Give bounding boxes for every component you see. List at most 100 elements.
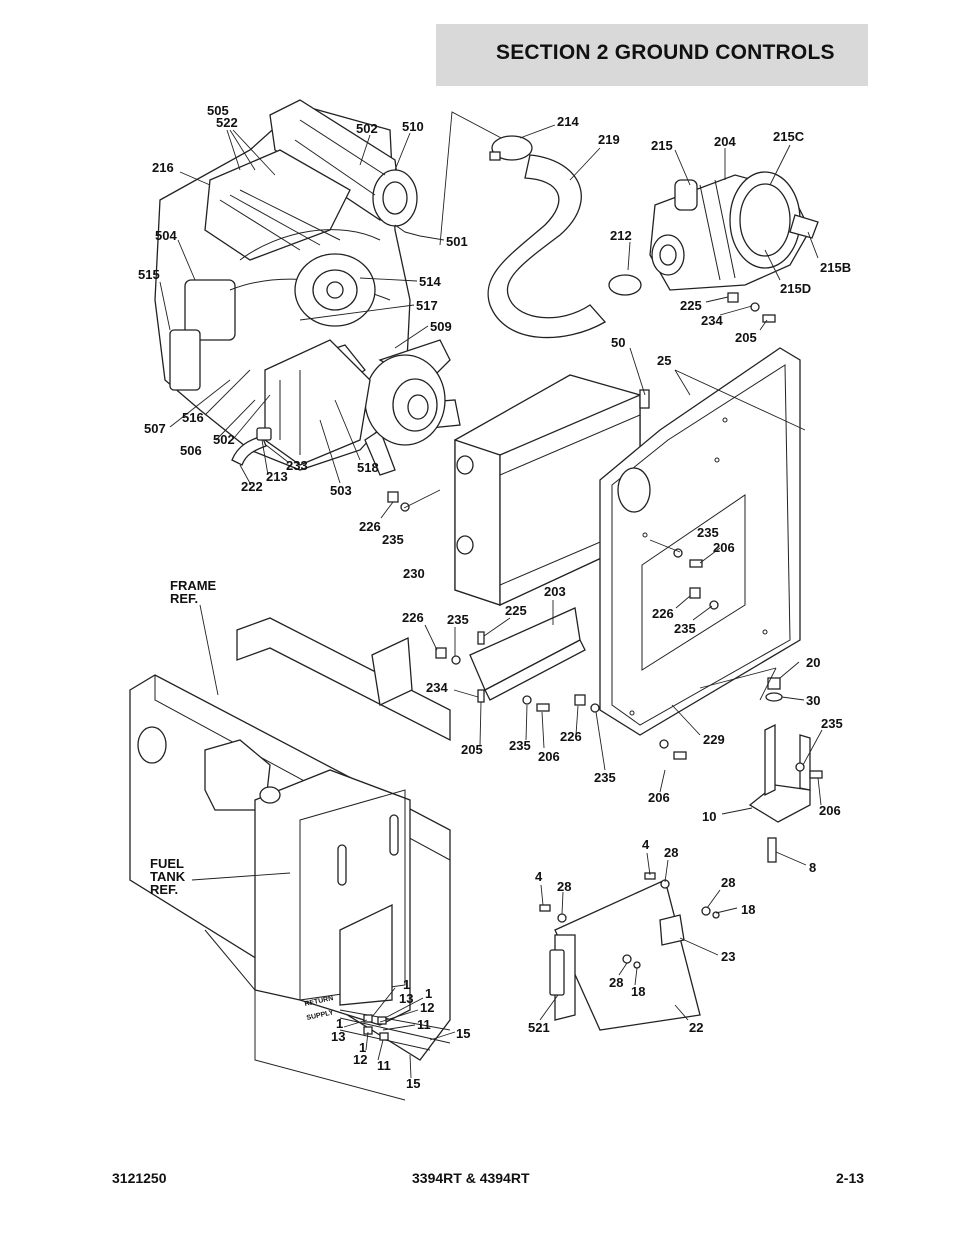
callout-28: 28 xyxy=(721,875,735,890)
callout-215: 215 xyxy=(651,138,673,153)
callout-212: 212 xyxy=(610,228,632,243)
callout-12: 12 xyxy=(420,1000,434,1015)
callout-28: 28 xyxy=(557,879,571,894)
callout-226: 226 xyxy=(359,519,381,534)
callout-509: 509 xyxy=(430,319,452,334)
callout-510: 510 xyxy=(402,119,424,134)
engine-assembly xyxy=(154,99,461,476)
section-title: SECTION 2 GROUND CONTROLS xyxy=(496,41,835,64)
callout-235: 235 xyxy=(697,525,719,540)
callout-1: 1 xyxy=(425,986,432,1001)
callout-216: 216 xyxy=(152,160,174,175)
callout-203: 203 xyxy=(544,584,566,599)
section-header-band: SECTION 2 GROUND CONTROLS xyxy=(436,24,868,86)
callout-22: 22 xyxy=(689,1020,703,1035)
footer-page-number: 2-13 xyxy=(836,1170,865,1186)
callout-514: 514 xyxy=(419,274,441,289)
callout-233: 233 xyxy=(286,458,308,473)
callout-215D: 215D xyxy=(780,281,811,296)
bracket-10 xyxy=(748,677,823,863)
radiator-assembly xyxy=(387,374,650,607)
callout-502: 502 xyxy=(213,432,235,447)
callout-23: 23 xyxy=(721,949,735,964)
callout-225: 225 xyxy=(505,603,527,618)
callout-505: 505 xyxy=(207,103,229,118)
callout-225: 225 xyxy=(680,298,702,313)
callout-213: 213 xyxy=(266,469,288,484)
callout-25: 25 xyxy=(657,353,671,368)
callout-13: 13 xyxy=(331,1029,345,1044)
callout-206: 206 xyxy=(819,803,841,818)
frame-ref-line2: REF. xyxy=(170,591,198,606)
callout-15: 15 xyxy=(456,1026,470,1041)
footer-model: 3394RT & 4394RT xyxy=(412,1170,530,1186)
callout-28: 28 xyxy=(609,975,623,990)
callout-10: 10 xyxy=(702,809,716,824)
callout-235: 235 xyxy=(509,738,531,753)
callout-235: 235 xyxy=(674,621,696,636)
callout-214: 214 xyxy=(557,114,579,129)
callout-503: 503 xyxy=(330,483,352,498)
air-intake-assembly xyxy=(439,111,819,339)
callout-226: 226 xyxy=(402,610,424,625)
callout-230: 230 xyxy=(403,566,425,581)
callout-206: 206 xyxy=(538,749,560,764)
supply-stamp: SUPPLY xyxy=(306,1009,335,1022)
callout-226: 226 xyxy=(560,729,582,744)
callout-522: 522 xyxy=(216,115,238,130)
callout-1: 1 xyxy=(403,977,410,992)
callout-235: 235 xyxy=(594,770,616,785)
callout-502: 502 xyxy=(356,121,378,136)
callout-215B: 215B xyxy=(820,260,851,275)
callout-18: 18 xyxy=(631,984,645,999)
callout-517: 517 xyxy=(416,298,438,313)
callout-235: 235 xyxy=(382,532,404,547)
callout-222: 222 xyxy=(241,479,263,494)
callout-4: 4 xyxy=(642,837,650,852)
leader-lines xyxy=(159,124,823,1079)
callout-215C: 215C xyxy=(773,129,805,144)
callout-506: 506 xyxy=(180,443,202,458)
frame-ref-line1: FRAME xyxy=(170,578,217,593)
callout-labels: 505 522 502 510 216 504 515 501 514 517 … xyxy=(138,103,851,1091)
callout-234: 234 xyxy=(701,313,723,328)
callout-30: 30 xyxy=(806,693,820,708)
callout-204: 204 xyxy=(714,134,736,149)
callout-50: 50 xyxy=(611,335,625,350)
callout-206: 206 xyxy=(648,790,670,805)
fuel-tank-ref-line2: TANK xyxy=(150,869,186,884)
callout-12: 12 xyxy=(353,1052,367,1067)
callout-219: 219 xyxy=(598,132,620,147)
callout-518: 518 xyxy=(357,460,379,475)
callout-226: 226 xyxy=(652,606,674,621)
fuel-tank-ref-line1: FUEL xyxy=(150,856,184,871)
reference-labels: FRAME REF. FUEL TANK REF. xyxy=(150,578,217,897)
footer-part-number: 3121250 xyxy=(112,1170,167,1186)
callout-206: 206 xyxy=(713,540,735,555)
shroud-panel xyxy=(599,347,801,736)
callout-205: 205 xyxy=(461,742,483,757)
callout-18: 18 xyxy=(741,902,755,917)
callout-229: 229 xyxy=(703,732,725,747)
fuel-tank-ref-line3: REF. xyxy=(150,882,178,897)
callout-507: 507 xyxy=(144,421,166,436)
callout-28: 28 xyxy=(664,845,678,860)
mounting-plate xyxy=(539,872,720,1031)
bracket-203 xyxy=(435,607,687,760)
callout-1: 1 xyxy=(336,1016,343,1031)
callout-1: 1 xyxy=(359,1040,366,1055)
callout-11: 11 xyxy=(377,1058,391,1073)
callout-501: 501 xyxy=(446,234,468,249)
callout-15: 15 xyxy=(406,1076,420,1091)
callout-205: 205 xyxy=(735,330,757,345)
callout-20: 20 xyxy=(806,655,820,670)
frame-and-tank xyxy=(129,617,451,1101)
callout-515: 515 xyxy=(138,267,160,282)
callout-4: 4 xyxy=(535,869,543,884)
callout-234: 234 xyxy=(426,680,448,695)
callout-13: 13 xyxy=(399,991,413,1006)
callout-235: 235 xyxy=(821,716,843,731)
callout-235: 235 xyxy=(447,612,469,627)
callout-516: 516 xyxy=(182,410,204,425)
